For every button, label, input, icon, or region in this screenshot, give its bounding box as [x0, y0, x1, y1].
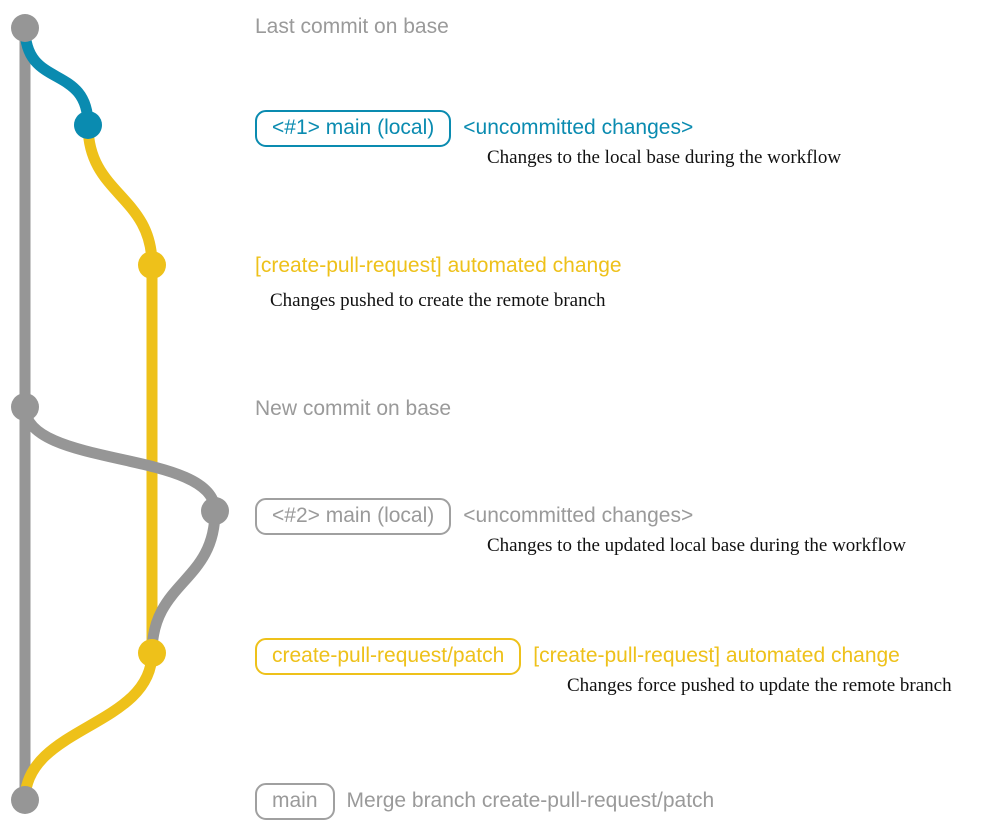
- commit-entry-merge-commit: main Merge branch create-pull-request/pat…: [255, 783, 714, 820]
- commit-message-new-commit-on-base: New commit on base: [255, 397, 452, 420]
- commit-node-base-new[interactable]: [11, 393, 39, 421]
- commit-node-local-1[interactable]: [74, 111, 102, 139]
- commit-message-last-commit-on-base: Last commit on base: [255, 15, 449, 38]
- graph-edges: [19, 22, 221, 806]
- branch-badge-local-uncommitted-1[interactable]: <#1> main (local): [255, 110, 452, 147]
- commit-note-patch-create: Changes pushed to create the remote bran…: [270, 290, 606, 311]
- commit-node-local-2[interactable]: [201, 497, 229, 525]
- branch-badge-merge-commit[interactable]: main: [255, 783, 335, 820]
- commit-message-patch-create: [create-pull-request] automated change: [255, 254, 622, 277]
- commit-note-patch-update: Changes force pushed to update the remot…: [567, 675, 952, 696]
- commit-note-local-uncommitted-1: Changes to the local base during the wor…: [487, 147, 842, 168]
- graph-edge-local-1-to-patch-1: [82, 119, 158, 271]
- commit-entry-new-commit-on-base: New commit on base: [255, 398, 451, 419]
- graph-edge-local-2-to-patch-2: [146, 505, 221, 659]
- commit-entry-patch-update: create-pull-request/patch [create-pull-re…: [255, 638, 900, 675]
- commit-message-local-uncommitted-2: <uncommitted changes>: [463, 504, 694, 527]
- commit-note-local-uncommitted-2: Changes to the updated local base during…: [487, 535, 906, 556]
- commit-node-patch-1[interactable]: [138, 251, 166, 279]
- graph-edge-base-new-to-local-2: [19, 401, 221, 517]
- branch-badge-local-uncommitted-2[interactable]: <#2> main (local): [255, 498, 452, 535]
- commit-entry-local-uncommitted-2: <#2> main (local) <uncommitted changes>: [255, 498, 693, 535]
- commit-node-base-top[interactable]: [11, 14, 39, 42]
- graph-edge-patch-2-to-merge: [19, 647, 158, 806]
- commit-message-local-uncommitted-1: <uncommitted changes>: [463, 116, 694, 139]
- commit-entry-last-commit-on-base: Last commit on base: [255, 16, 449, 37]
- branch-badge-patch-update[interactable]: create-pull-request/patch: [255, 638, 522, 675]
- graph-nodes: [11, 14, 229, 814]
- commit-node-base-merge[interactable]: [11, 786, 39, 814]
- commit-entry-local-uncommitted-1: <#1> main (local) <uncommitted changes>: [255, 110, 693, 147]
- commit-node-patch-2[interactable]: [138, 639, 166, 667]
- graph-edge-branch-to-local-1: [19, 22, 94, 131]
- commit-message-merge-commit: Merge branch create-pull-request/patch: [346, 789, 715, 812]
- commit-message-patch-update: [create-pull-request] automated change: [533, 644, 900, 667]
- commit-entry-patch-create: [create-pull-request] automated change: [255, 255, 622, 276]
